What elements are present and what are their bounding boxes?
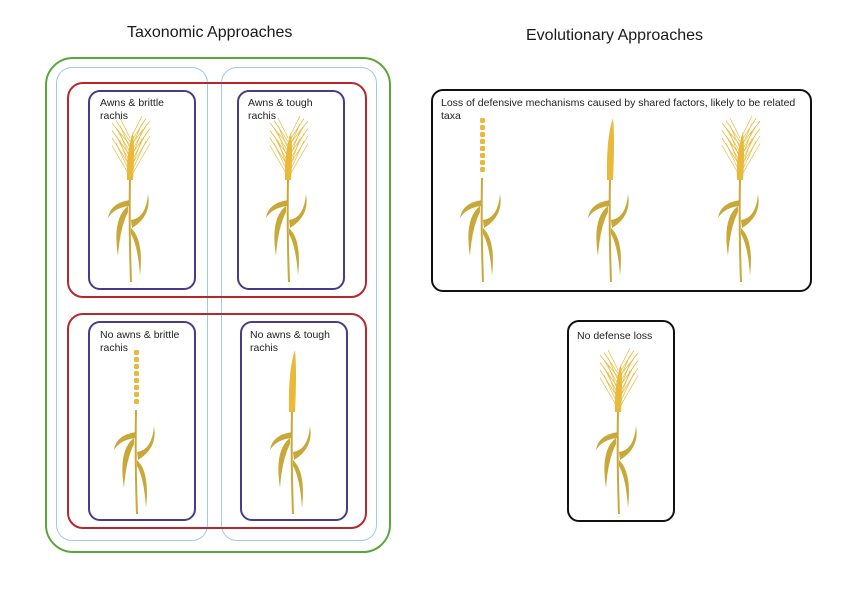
panel-label-noawns-tough: No awns & tough rachis (250, 329, 330, 354)
right-column-group-frame (221, 67, 377, 541)
wheat-plant-icon (596, 347, 639, 515)
wheat-plant-icon (588, 118, 629, 283)
left-column-group-frame (56, 67, 208, 541)
wheat-plant-icon (718, 115, 761, 283)
wheat-plant-icon (270, 350, 311, 515)
wheat-plant-icon (114, 350, 155, 515)
taxonomic-title: Taxonomic Approaches (127, 24, 293, 41)
outer-group-frame (45, 57, 391, 553)
panel-label-awns-brittle: Awns & brittle rachis (100, 97, 164, 122)
evolutionary-title: Evolutionary Approaches (526, 27, 703, 44)
no-defense-loss-box (567, 320, 675, 522)
panel-noawns-brittle (88, 321, 196, 521)
wheat-plant-icon (108, 115, 151, 283)
defense-loss-label: Loss of defensive mechanisms caused by s… (441, 97, 796, 122)
no-defense-loss-label: No defense loss (577, 330, 653, 342)
wheat-plant-icon (460, 118, 501, 283)
bottom-row-group-frame (67, 313, 367, 529)
panel-awns-tough (237, 90, 345, 290)
panel-noawns-tough (240, 321, 348, 521)
panel-label-awns-tough: Awns & tough rachis (248, 97, 313, 122)
defense-loss-box (431, 89, 812, 292)
panel-awns-brittle (88, 90, 196, 290)
top-row-group-frame (67, 82, 367, 298)
panel-label-noawns-brittle: No awns & brittle rachis (100, 329, 180, 354)
wheat-plant-icon (266, 115, 309, 283)
